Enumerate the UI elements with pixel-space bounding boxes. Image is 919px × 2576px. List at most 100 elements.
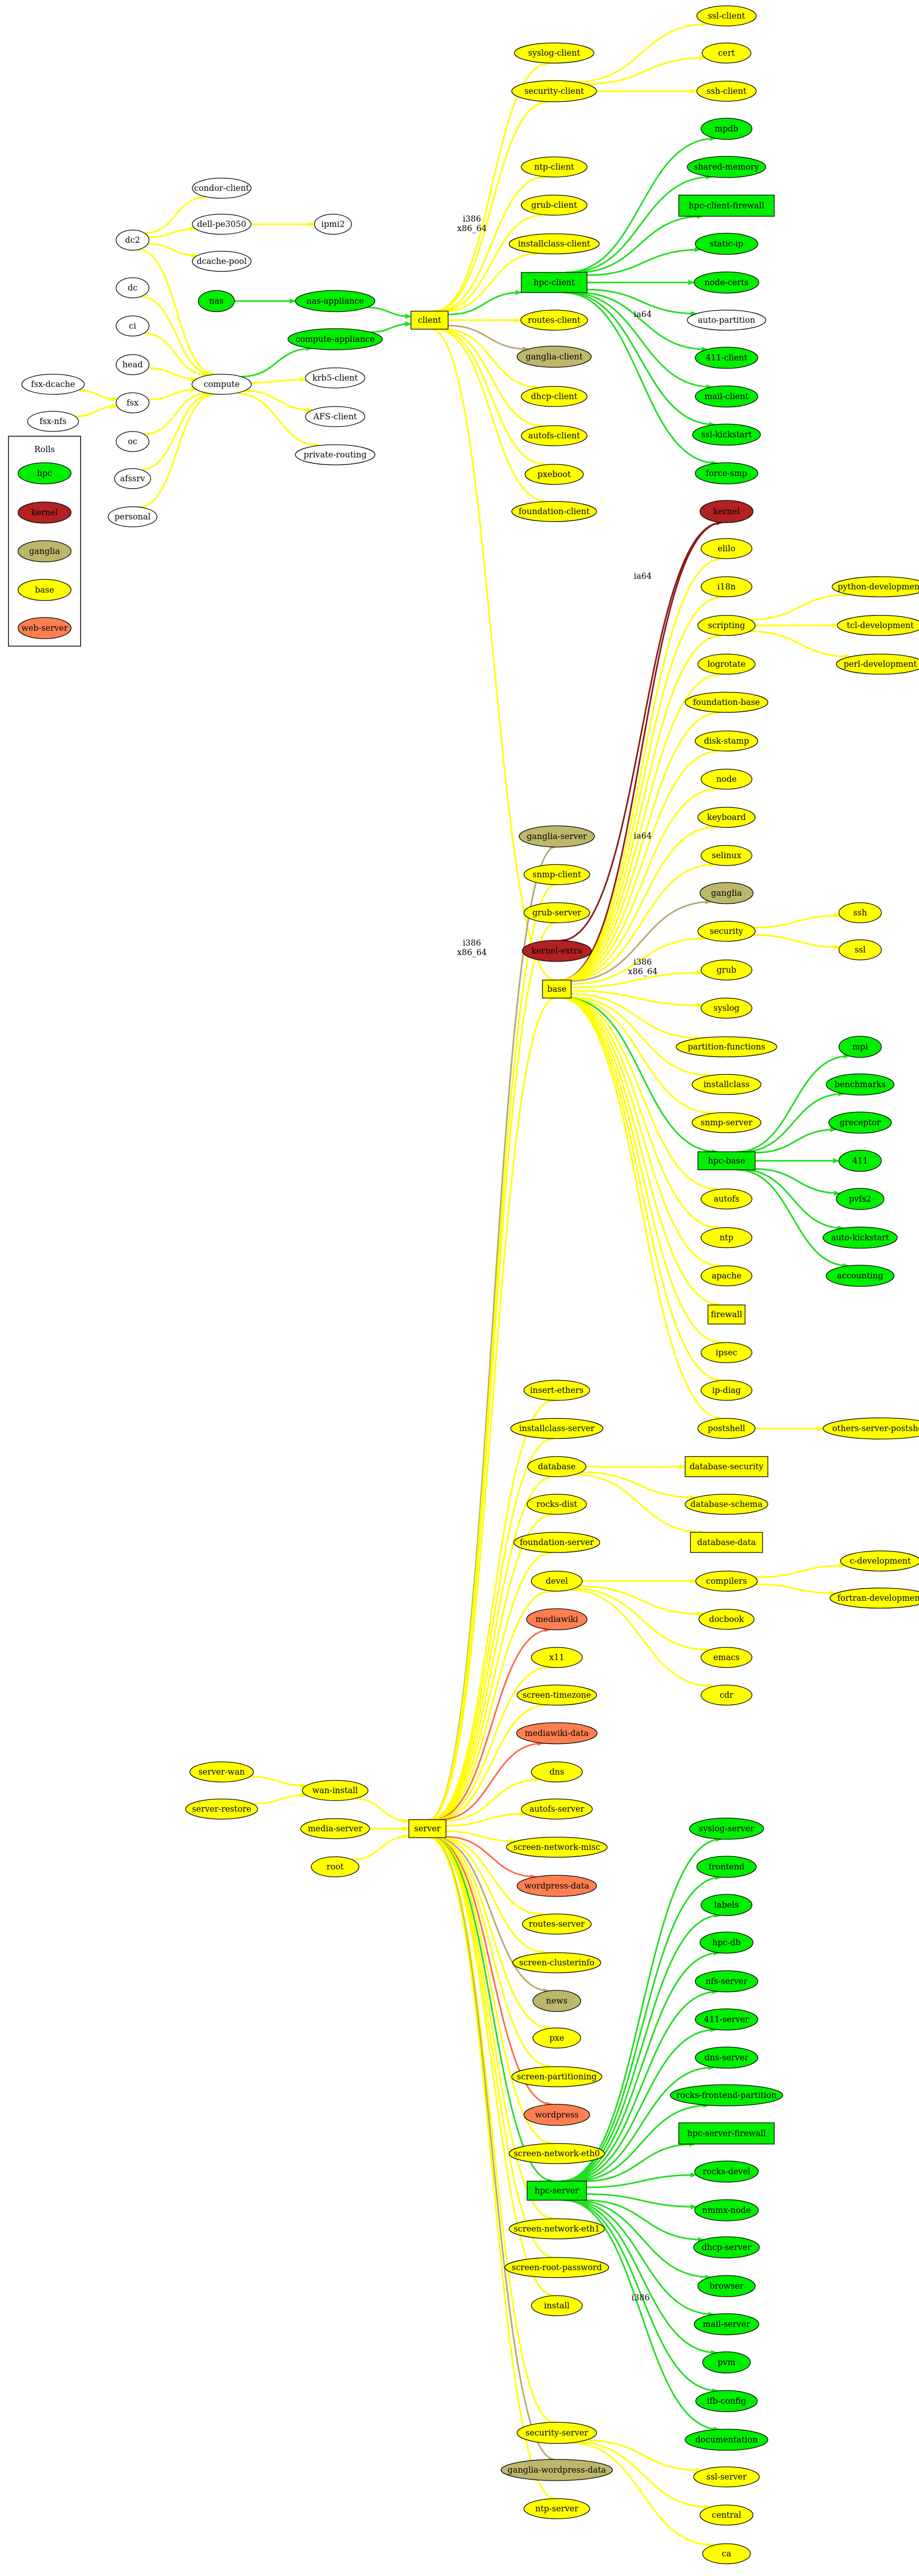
node-dell-pe3050: dell-pe3050: [191, 214, 252, 235]
node-shape-kernel: [699, 500, 754, 523]
node-shape-dns-server: [695, 2046, 758, 2069]
node-shape-routes-server: [522, 1913, 592, 1935]
node-shape-mediawiki: [526, 1608, 588, 1630]
node-force-smp: force-smp: [695, 462, 758, 484]
edge-labels-layer: i386x86_64ia64ia64ia64i386x86_64i386x86_…: [457, 214, 658, 2302]
node-label-private-routing: private-routing: [304, 450, 367, 460]
node-label-nmmx-node: nmmx-node: [702, 2206, 751, 2215]
node-label-documentation: documentation: [695, 2435, 758, 2445]
edge-server-to-dns: [445, 1777, 540, 1822]
node-shape-pxe: [532, 2027, 581, 2049]
node-shape-dc: [116, 277, 150, 298]
node-shape-installclass-client: [509, 233, 600, 254]
node-shape-ganglia-wordpress-data: [501, 2459, 613, 2481]
node-mpi: mpi: [838, 1036, 882, 1058]
node-shape-cert: [702, 42, 751, 64]
edge-base-to-firewall: [561, 997, 722, 1308]
node-x11: x11: [531, 1647, 583, 1668]
node-mediawiki: mediawiki: [526, 1608, 588, 1630]
edge-base-to-keyboard: [565, 824, 718, 981]
node-label-compute-appliance: compute-appliance: [295, 334, 374, 344]
node-shape-database: [527, 1456, 587, 1477]
node-shape-private-routing: [295, 444, 375, 465]
node-shape-database-data: [690, 1532, 763, 1553]
legend-swatch-kernel: [17, 501, 72, 524]
node-others-server-postshell: others-server-postshell: [822, 1417, 919, 1440]
node-routes-client: routes-client: [520, 310, 588, 331]
node-ganglia: ganglia: [699, 882, 754, 904]
node-shape-rocks-dist: [527, 1494, 587, 1515]
node-label-logrotate: logrotate: [707, 659, 746, 669]
node-label-cdr: cdr: [720, 1690, 734, 1700]
node-pvm: pvm: [702, 2351, 751, 2374]
node-foundation-base: foundation-base: [685, 692, 768, 713]
node-shape-install: [531, 2295, 583, 2316]
node-shape-head: [116, 354, 150, 375]
node-wordpress: wordpress: [523, 2104, 590, 2126]
node-label-screen-clusterinfo: screen-clusterinfo: [519, 1958, 594, 1968]
node-label-dhcp-server: dhcp-server: [702, 2243, 751, 2252]
node-dc: dc: [116, 277, 150, 298]
edge-hpc-server-to-documentation: [563, 2199, 720, 2432]
node-ntp-server: ntp-server: [523, 2498, 590, 2519]
node-wordpress-data: wordpress-data: [517, 1875, 597, 1897]
node-shape-snmp-server: [692, 1112, 762, 1133]
node-shape-frontend: [696, 1856, 757, 1878]
node-shape-mpdb: [701, 118, 752, 140]
node-label-ganglia-client: ganglia-client: [526, 352, 583, 361]
node-shape-database-schema: [685, 1494, 768, 1515]
node-shape-dc2: [116, 230, 150, 251]
node-shape-autofs: [701, 1188, 752, 1210]
node-label-ntp-server: ntp-server: [535, 2504, 579, 2513]
edge-server-to-grub-server: [428, 920, 556, 1821]
node-labels: labels: [701, 1894, 752, 1916]
edge-devel-to-docbook: [579, 1585, 704, 1617]
node-shape-syslog-server: [689, 1818, 764, 1840]
node-shape-root: [311, 1856, 360, 1877]
node-foundation-client: foundation-client: [511, 501, 597, 522]
node-shape-hpc-db: [699, 1931, 754, 1954]
node-shape-ssl: [838, 939, 882, 960]
edge-personal-to-compute: [139, 391, 216, 508]
node-shape-syslog-client: [514, 42, 594, 64]
node-label-ntp-client: ntp-client: [534, 162, 574, 172]
node-shape-screen-clusterinfo: [512, 1952, 601, 1973]
node-rocks-frontend-partition: rocks-frontend-partition: [670, 2084, 783, 2106]
node-label-dc2: dc2: [125, 235, 140, 245]
node-database: database: [527, 1456, 587, 1477]
node-shape-hpc-client: [521, 272, 588, 293]
node-label-pvfs2: pvfs2: [849, 1194, 871, 1204]
node-shape-security-server: [517, 2422, 597, 2444]
node-apache: apache: [701, 1265, 752, 1286]
node-shape-ganglia: [699, 882, 754, 904]
node-media-server: media-server: [300, 1818, 370, 1839]
node-label-kernel-extra: kernel-extra: [531, 946, 582, 956]
node-label-411-client: 411-client: [706, 353, 748, 363]
node-shape-ssh-client: [696, 81, 757, 102]
node-shape-docbook: [698, 1609, 755, 1630]
legend-label-web-server: web-server: [21, 623, 68, 633]
node-label-installclass-server: installclass-server: [519, 1424, 595, 1433]
node-auto-partition: auto-partition: [687, 310, 766, 331]
node-private-routing: private-routing: [295, 444, 375, 465]
node-label-hpc-server: hpc-server: [535, 2186, 579, 2195]
node-label-python-development: python-development: [838, 582, 919, 592]
edge-kernel-extra-to-kernel: [561, 519, 723, 941]
node-shape-foundation-client: [511, 501, 597, 522]
node-label-force-smp: force-smp: [706, 469, 747, 478]
node-label-firewall: firewall: [711, 1310, 742, 1319]
edge-server-to-x11: [434, 1664, 550, 1821]
edge-base-to-ganglia: [571, 899, 712, 982]
node-ssh: ssh: [838, 902, 882, 923]
node-label-grub-client: grub-client: [531, 200, 577, 210]
node-logrotate: logrotate: [697, 654, 756, 675]
node-shape-afssrv: [114, 468, 151, 489]
node-shape-c-development: [840, 1550, 919, 1572]
node-shape-node-certs: [694, 271, 759, 294]
edge-base-to-scripting: [561, 632, 723, 981]
edge-hpc-server-to-hpc-db: [563, 1950, 720, 2182]
edge-client-to-grub-client: [439, 212, 545, 312]
node-ganglia-client: ganglia-client: [517, 346, 592, 368]
node-label-head: head: [122, 360, 143, 369]
node-screen-clusterinfo: screen-clusterinfo: [512, 1952, 601, 1973]
